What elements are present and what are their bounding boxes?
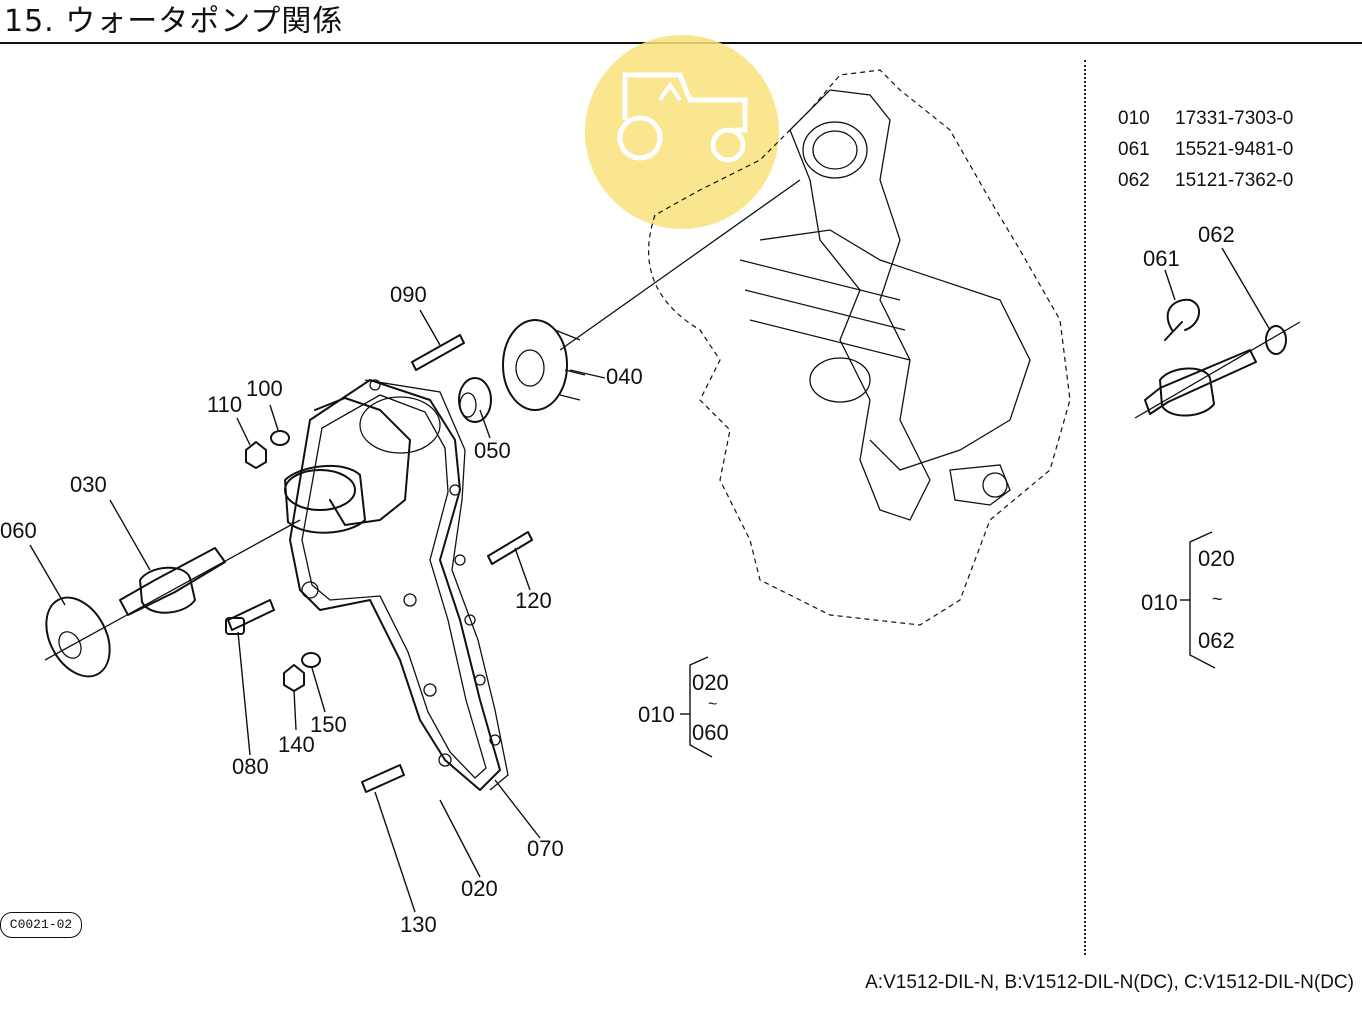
part-ref: 010 (1118, 108, 1150, 129)
parts-row: 061 15521-9481-0 (1118, 139, 1293, 170)
assembly-main-from: 020 (692, 670, 729, 695)
side-detail-shaft (1134, 298, 1301, 419)
callout-090: 090 (390, 282, 427, 307)
callout-040: 040 (606, 364, 643, 389)
diagram-code-badge: C0021-02 (0, 912, 82, 938)
section-divider (1084, 60, 1086, 955)
page-title: 15. ウォータポンプ関係 (4, 4, 344, 39)
assembly-main-parent: 010 (638, 702, 675, 727)
callout-080: 080 (232, 754, 269, 779)
part-number: 17331-7303-0 (1175, 108, 1294, 129)
leader-lines (29, 247, 1271, 913)
assembly-braces (680, 531, 1216, 758)
callout-061: 061 (1143, 246, 1180, 271)
pump-body (284, 379, 501, 791)
callout-060: 060 (0, 518, 37, 543)
assembly-side-to: 062 (1198, 628, 1235, 653)
callout-070: 070 (527, 836, 564, 861)
callout-130: 130 (400, 912, 437, 937)
model-applicability-footer: A:V1512-DIL-N, B:V1512-DIL-N(DC), C:V151… (865, 972, 1354, 993)
fasteners (225, 334, 533, 793)
shaft-assembly (44, 519, 301, 678)
watermark-logo (585, 35, 779, 229)
callout-062: 062 (1198, 222, 1235, 247)
assembly-main-to: 060 (692, 720, 729, 745)
gasket-070 (364, 379, 509, 791)
part-ref: 061 (1118, 139, 1150, 160)
callout-020: 020 (461, 876, 498, 901)
callout-030: 030 (70, 472, 107, 497)
impeller-and-seal (458, 179, 801, 423)
callout-110: 110 (207, 392, 243, 417)
parts-number-table: 010 17331-7303-0 061 15521-9481-0 062 15… (1118, 108, 1293, 201)
callout-150: 150 (310, 712, 347, 737)
parts-row: 010 17331-7303-0 (1118, 108, 1293, 139)
parts-row: 062 15121-7362-0 (1118, 170, 1293, 201)
callout-140: 140 (278, 732, 315, 757)
part-ref: 062 (1118, 170, 1150, 191)
callout-050: 050 (474, 438, 511, 463)
callout-100: 100 (246, 376, 283, 401)
assembly-main-sep: ~ (708, 696, 718, 713)
callout-120: 120 (515, 588, 552, 613)
part-number: 15521-9481-0 (1175, 139, 1294, 160)
assembly-side-parent: 010 (1141, 590, 1178, 615)
assembly-side-from: 020 (1198, 546, 1235, 571)
assembly-side-sep: ~ (1212, 589, 1223, 609)
engine-block-outline (648, 69, 1071, 626)
part-number: 15121-7362-0 (1175, 170, 1294, 191)
